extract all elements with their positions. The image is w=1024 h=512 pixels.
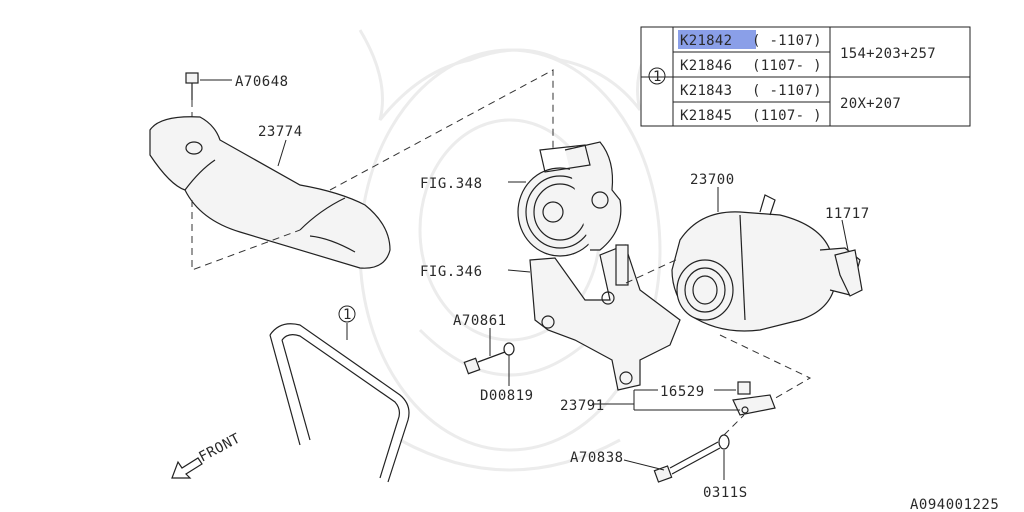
bolt-a70648-drawing (185, 72, 232, 120)
label-a70648[interactable]: A70648 (235, 74, 289, 90)
label-23700[interactable]: 23700 (690, 172, 735, 188)
belt-callout-number: 1 (343, 307, 352, 323)
belt-cover-drawing (149, 116, 391, 269)
label-0311s[interactable]: 0311S (703, 485, 748, 501)
date-range: (1107- ) (752, 58, 822, 74)
part-number-k21846[interactable]: K21846 (680, 58, 732, 74)
label-fig348[interactable]: FIG.348 (420, 176, 483, 192)
drive-belt-drawing (269, 305, 410, 483)
part-number-k21845[interactable]: K21845 (680, 108, 732, 124)
label-11717[interactable]: 11717 (825, 206, 870, 222)
label-16529[interactable]: 16529 (660, 384, 705, 400)
label-a70861[interactable]: A70861 (453, 313, 507, 329)
label-fig346[interactable]: FIG.346 (420, 264, 483, 280)
front-direction-label: FRONT (196, 430, 243, 465)
date-range: ( -1107) (752, 33, 822, 49)
part-number-k21843[interactable]: K21843 (680, 83, 732, 99)
date-range: (1107- ) (752, 108, 822, 124)
parts-table: 1 K21842 ( -1107) K21846 (1107- ) K21843… (640, 26, 971, 127)
date-range: ( -1107) (752, 83, 822, 99)
mounting-bracket-drawing (507, 244, 681, 391)
bolt-a70838-drawing (623, 414, 745, 483)
label-a70838[interactable]: A70838 (570, 450, 624, 466)
model-group-1: 154+203+257 (840, 46, 936, 62)
selected-part-highlight (678, 30, 756, 49)
label-d00819[interactable]: D00819 (480, 388, 534, 404)
diagram-reference-code: A094001225 (910, 497, 999, 512)
part-number-k21842[interactable]: K21842 (680, 33, 732, 49)
table-ref-number: 1 (653, 69, 662, 85)
bolt-a70861-drawing (463, 328, 515, 386)
model-group-2: 20X+207 (840, 96, 901, 112)
front-arrow-icon (171, 457, 203, 479)
label-23791[interactable]: 23791 (560, 398, 605, 414)
adjuster-drawing (592, 381, 776, 416)
power-steering-pump-drawing (508, 141, 622, 257)
label-23774[interactable]: 23774 (258, 124, 303, 140)
terminal-11717-drawing (834, 219, 863, 297)
